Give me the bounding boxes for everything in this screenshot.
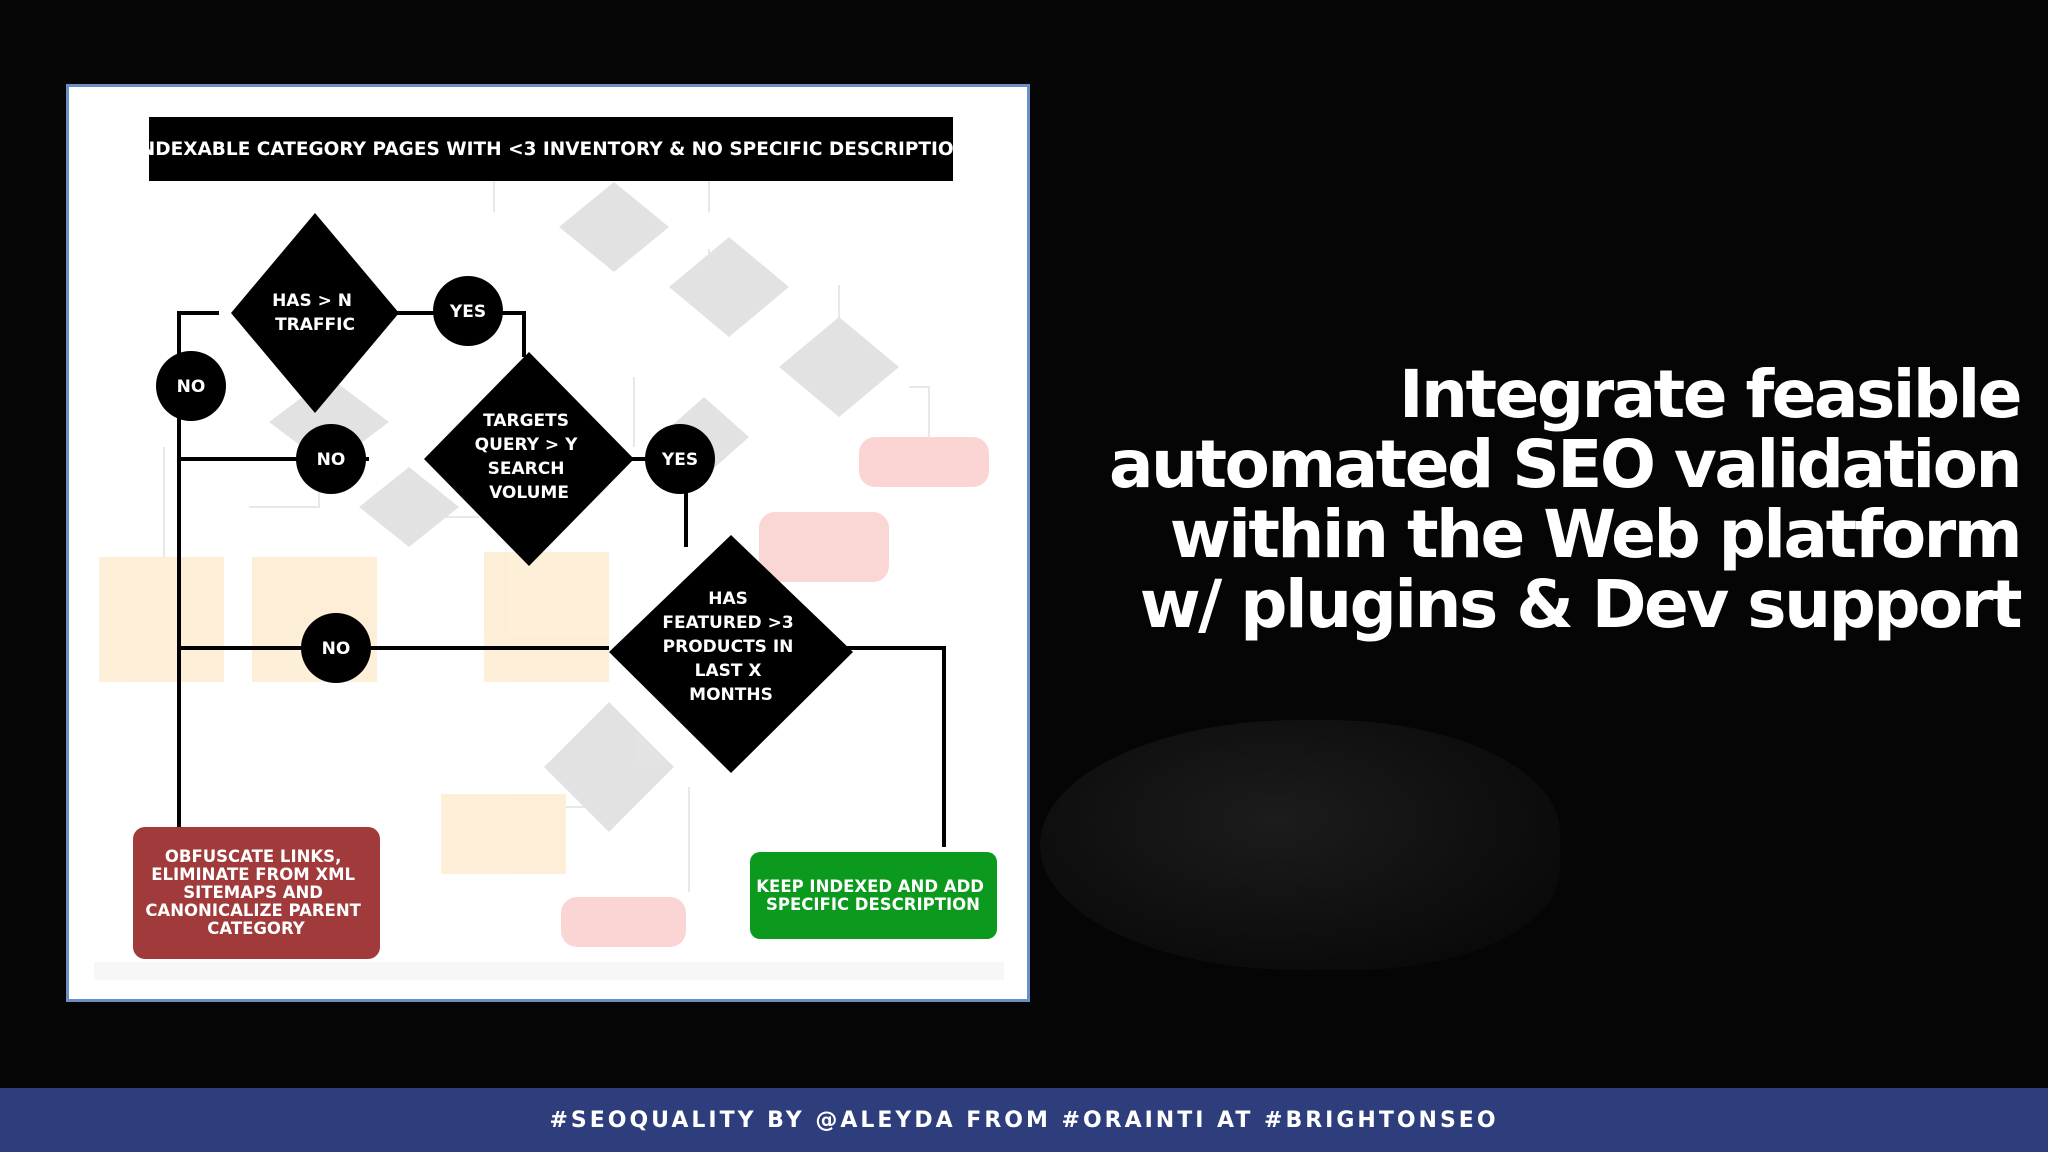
yes-answer-traffic xyxy=(433,276,503,346)
outcome-keep-indexed-label: KEEP INDEXED AND ADD SPECIFIC DESCRIPTIO… xyxy=(756,877,989,914)
decision-targets-query-label: TARGETS QUERY > Y SEARCH VOLUME xyxy=(475,411,584,503)
decision-targets-query xyxy=(424,352,634,566)
yes-answer-traffic-label: YES xyxy=(449,302,486,322)
no-answer-query xyxy=(296,424,366,494)
decision-has-traffic xyxy=(231,213,399,413)
ghost-note xyxy=(859,437,989,487)
no-answer-featured-label: NO xyxy=(322,639,351,659)
diagram-title: INDEXABLE CATEGORY PAGES WITH <3 INVENTO… xyxy=(133,139,969,160)
outcome-keep-indexed xyxy=(750,852,997,939)
yes-answer-query xyxy=(645,424,715,494)
footer-hashtags: #SEOQUALITY BY @ALEYDA FROM #ORAINTI AT … xyxy=(549,1107,1499,1133)
decision-featured-products xyxy=(609,535,853,773)
no-answer-traffic-label: NO xyxy=(177,377,206,397)
flowchart-image: INDEXABLE CATEGORY PAGES WITH <3 INVENTO… xyxy=(66,84,1030,1002)
yes-answer-query-label: YES xyxy=(661,450,698,470)
no-answer-traffic xyxy=(156,351,226,421)
decision-has-traffic-label: HAS > N TRAFFIC xyxy=(272,291,358,335)
diagram-title-bar xyxy=(149,117,953,181)
outcome-obfuscate-links xyxy=(133,827,380,959)
ghost-decision xyxy=(779,317,899,417)
ghost-note xyxy=(484,552,609,682)
ghost-decision xyxy=(359,467,459,547)
slide-headline: Integrate feasible automated SEO validat… xyxy=(1040,356,2023,643)
ghost-decision xyxy=(559,182,669,272)
ghost-decision xyxy=(669,237,789,337)
headline-line: Integrate feasible xyxy=(1398,356,2023,433)
ghost-note xyxy=(561,897,686,947)
no-answer-featured xyxy=(301,613,371,683)
ghost-note xyxy=(759,512,889,582)
headline-line: within the Web platform xyxy=(1169,496,2023,573)
no-answer-query-label: NO xyxy=(317,450,346,470)
ghost-note xyxy=(99,557,224,682)
ghost-footnote xyxy=(94,962,1004,980)
flowchart-svg: INDEXABLE CATEGORY PAGES WITH <3 INVENTO… xyxy=(94,117,1004,980)
background-photo xyxy=(1040,720,1560,970)
headline-line: w/ plugins & Dev support xyxy=(1139,566,2023,643)
ghost-decision xyxy=(544,702,674,832)
footer-bar: #SEOQUALITY BY @ALEYDA FROM #ORAINTI AT … xyxy=(0,1088,2048,1152)
faded-background-flowchart xyxy=(94,168,1004,980)
outcome-obfuscate-links-label: OBFUSCATE LINKS, ELIMINATE FROM XML SITE… xyxy=(145,847,366,938)
ghost-note xyxy=(441,794,566,874)
headline-line: automated SEO validation xyxy=(1108,426,2023,503)
decision-featured-products-label: HAS FEATURED >3 PRODUCTS IN LAST X MONTH… xyxy=(662,589,799,705)
